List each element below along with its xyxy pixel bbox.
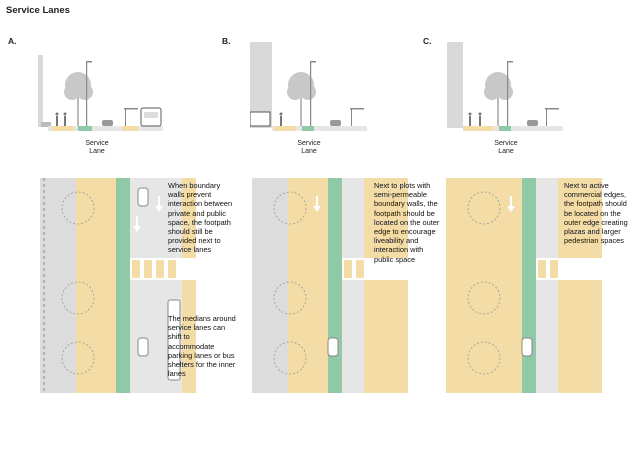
service-lane: [342, 178, 364, 393]
pedestrian-icon: [63, 112, 67, 126]
plan-view-c: [446, 178, 602, 393]
section-label: Service Lane: [494, 140, 518, 155]
bus-icon: [167, 299, 181, 381]
service-lane: [536, 178, 558, 393]
street-section-a: [38, 55, 163, 131]
description-2: The medians around service lanes can shi…: [168, 314, 236, 379]
green-median: [116, 178, 130, 393]
street-section-b: [250, 42, 367, 131]
car-icon: [521, 337, 533, 357]
footpath: [482, 178, 522, 393]
green-strip: [499, 126, 511, 131]
bus-shelter-icon: [545, 108, 559, 126]
car-icon: [330, 120, 341, 126]
streetlight-icon: [507, 61, 513, 126]
description-1: Next to active commercial edges, the foo…: [564, 181, 628, 246]
arrow-down-icon: [507, 196, 515, 212]
description-1: When boundary walls prevent interaction …: [168, 181, 233, 255]
description-1: Next to plots with semi-permeable bounda…: [374, 181, 440, 264]
panel-label: A.: [8, 36, 17, 46]
outer-footpath: [364, 178, 408, 393]
tree-icon: [467, 191, 501, 375]
carriageway: [40, 178, 76, 393]
arrow-down-icon: [313, 196, 321, 212]
footpath-strip: [274, 126, 296, 131]
bus-icon: [140, 107, 162, 127]
arrow-down-icon: [133, 216, 141, 232]
pedestrian-icon: [468, 112, 472, 126]
green-median: [328, 178, 342, 393]
car-icon: [137, 337, 149, 357]
streetlight-icon: [310, 61, 316, 126]
streetlight-icon: [86, 61, 92, 126]
ground-line: [463, 126, 563, 131]
tree-icon: [61, 191, 95, 375]
bus-shelter-icon: [350, 108, 364, 126]
car-icon: [527, 120, 538, 126]
green-strip: [302, 126, 314, 131]
street-section-c: [447, 42, 563, 131]
outer-edge: [182, 178, 196, 393]
footpath-strip: [51, 126, 73, 131]
boundary-wall: [41, 122, 51, 127]
carriageway: [252, 178, 288, 393]
footpath: [76, 178, 116, 393]
building-edge: [38, 55, 43, 127]
plan-view-a: [40, 178, 196, 393]
car-icon: [327, 337, 339, 357]
pedestrian-icon: [478, 112, 482, 126]
green-strip: [78, 126, 92, 131]
tree-icon: [484, 72, 513, 126]
section-label: Service Lane: [297, 140, 321, 155]
arrow-down-icon: [155, 196, 163, 212]
tree-icon: [64, 72, 93, 126]
pedestrian-icon: [55, 112, 59, 126]
plaza: [446, 178, 482, 393]
panel-label: B.: [222, 36, 231, 46]
green-median: [522, 178, 536, 393]
panel-label: C.: [423, 36, 432, 46]
bus-shelter-icon: [124, 108, 138, 126]
median-strip: [122, 126, 138, 131]
tree-icon: [273, 191, 307, 375]
building: [447, 42, 463, 128]
ground-line: [272, 126, 367, 131]
building: [250, 42, 272, 128]
footpath: [288, 178, 328, 393]
pedestrian-icon: [279, 112, 283, 126]
car-icon: [102, 120, 113, 126]
page-title: Service Lanes: [6, 5, 70, 16]
section-label: Service Lane: [85, 140, 109, 155]
tree-icon: [287, 72, 316, 126]
outer-footpath: [558, 178, 602, 393]
car-icon: [137, 187, 149, 207]
plan-view-b: [252, 178, 408, 393]
ground-line: [48, 126, 163, 131]
footpath-strip: [463, 126, 493, 131]
